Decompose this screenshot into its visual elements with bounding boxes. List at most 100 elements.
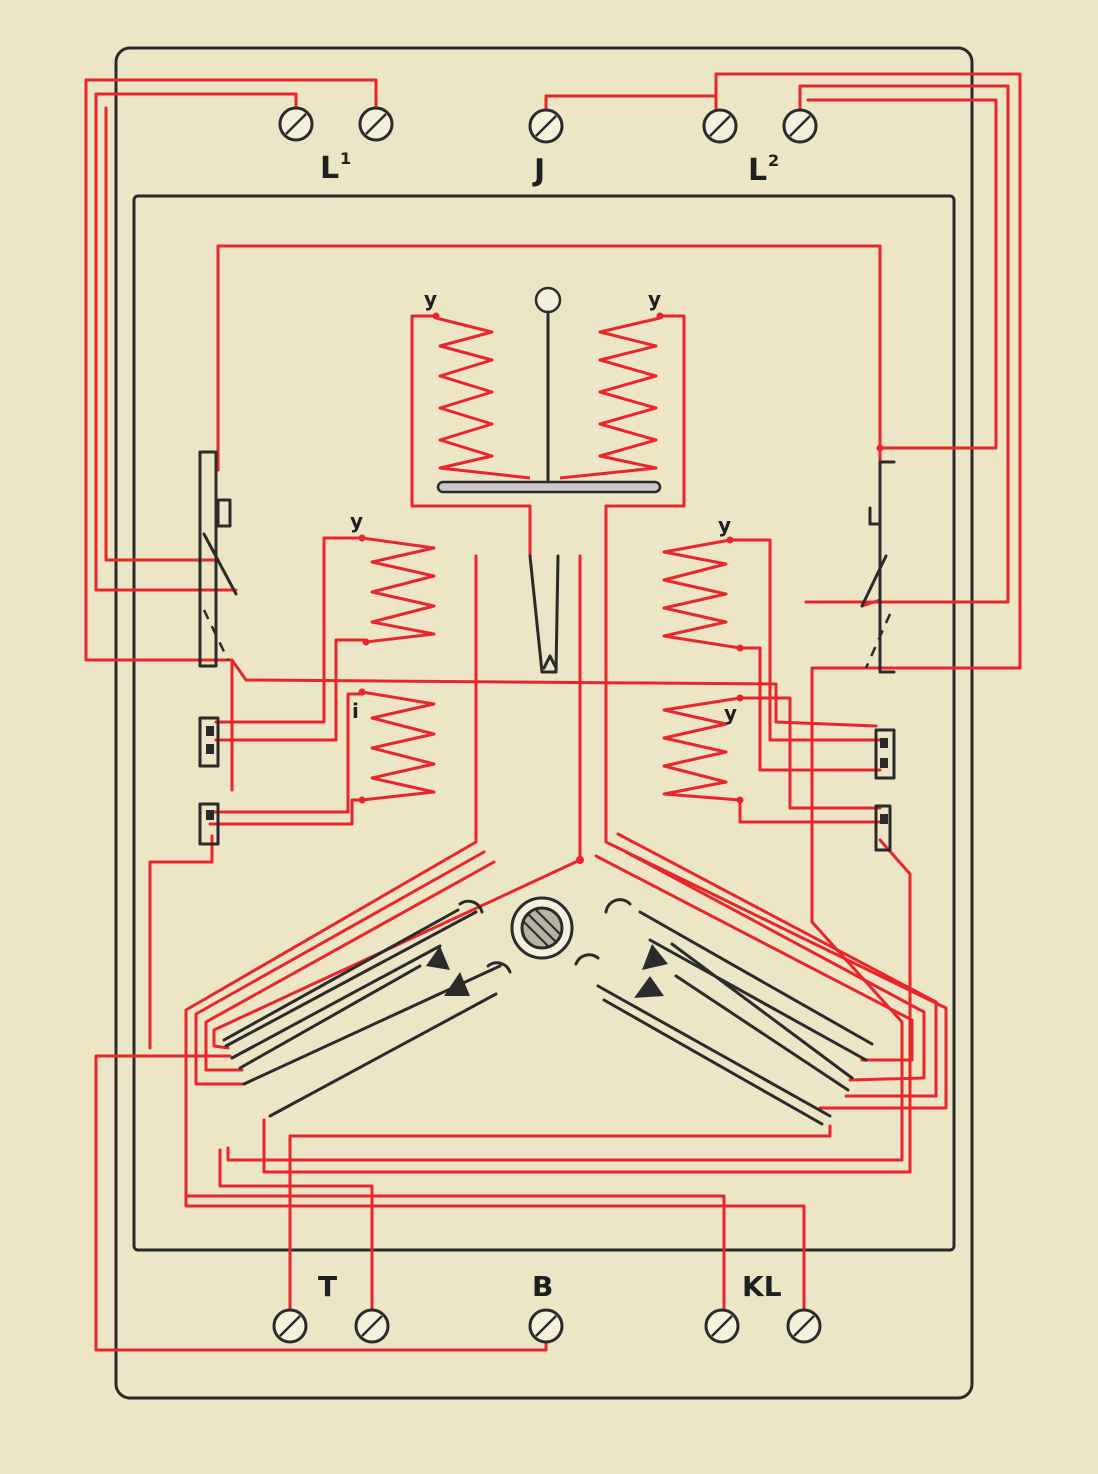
label-j: J xyxy=(532,153,545,188)
wire-l1-a xyxy=(94,92,298,592)
spring xyxy=(230,944,442,1060)
block-pin xyxy=(880,738,888,748)
block-pin xyxy=(880,814,888,824)
coil-label-mid-right: y xyxy=(718,513,731,537)
coil-low-left xyxy=(361,690,436,802)
coil-label-low-right: y xyxy=(724,701,737,725)
spring xyxy=(268,992,498,1118)
coil-label-low-left: i xyxy=(352,699,359,723)
coil-label-top-left: y xyxy=(424,287,437,311)
coil-low-right xyxy=(662,696,741,802)
label-b: B xyxy=(532,1270,553,1303)
right-switch xyxy=(860,460,896,674)
shaft-hatch xyxy=(527,913,557,943)
wire-low-right-a xyxy=(738,696,882,810)
right-spring-bank xyxy=(596,910,874,1126)
spring xyxy=(670,942,854,1080)
left-switch-body xyxy=(198,450,218,668)
screw-l1-left[interactable] xyxy=(278,106,314,142)
coil-label-mid-left: y xyxy=(350,509,363,533)
wire-right-inner xyxy=(226,920,904,1162)
wire-low-left-b xyxy=(208,798,364,826)
plunger-head xyxy=(534,286,562,314)
terminal-block-left-upper xyxy=(198,716,220,768)
spring-contact xyxy=(634,976,664,998)
wiring xyxy=(84,72,1022,1352)
label-l1: L xyxy=(320,151,339,186)
tap-dot xyxy=(736,694,744,702)
block-pin xyxy=(206,810,214,820)
screw-t-left[interactable] xyxy=(272,1308,308,1344)
right-switch-tab xyxy=(868,506,882,526)
terminal-blocks xyxy=(198,716,896,852)
wire-t-left xyxy=(288,1124,832,1328)
spring xyxy=(674,974,850,1092)
coil-top-right xyxy=(559,316,661,480)
wire-l1-b xyxy=(84,78,378,792)
shaft-hatch xyxy=(523,921,549,947)
left-switch-blade xyxy=(202,532,238,596)
tap-dot xyxy=(358,534,366,542)
wire-upper-loop xyxy=(216,244,882,608)
label-l2: L xyxy=(748,153,767,188)
screw-b[interactable] xyxy=(528,1308,564,1344)
screw-j[interactable] xyxy=(528,108,564,144)
wire-b xyxy=(94,1054,548,1352)
tap-dot xyxy=(736,644,744,652)
screw-l2-right[interactable] xyxy=(782,108,818,144)
terminal-block-right-lower xyxy=(874,804,892,852)
right-switch-blade xyxy=(860,554,888,608)
screw-l2-left[interactable] xyxy=(702,108,738,144)
spring xyxy=(602,998,824,1126)
wire-fan-right-4 xyxy=(594,854,914,1062)
label-l1-sup: 1 xyxy=(340,149,351,168)
tap-dot xyxy=(736,796,744,804)
tap-dot xyxy=(362,638,370,646)
cam-right-upper xyxy=(604,898,632,914)
terminal-labels: L 1 J L 2 T B KL xyxy=(318,149,782,1303)
inner-panel xyxy=(132,194,956,1252)
block-pin xyxy=(880,758,888,768)
coil-top-left xyxy=(435,316,531,480)
tap-dot xyxy=(876,444,884,452)
spring xyxy=(224,910,478,1048)
wire-top-coil-right xyxy=(604,314,686,844)
left-spring-bank xyxy=(222,908,502,1118)
block-pin xyxy=(206,726,214,736)
screw-kl-left[interactable] xyxy=(704,1308,740,1344)
wire-top-coil-left xyxy=(410,314,532,558)
right-switch-blade-open xyxy=(864,613,892,669)
wire-mid-left-a xyxy=(214,536,364,724)
label-t: T xyxy=(318,1270,337,1303)
spring-contact xyxy=(426,946,450,970)
wire-j xyxy=(544,94,718,124)
wire-left-rail xyxy=(148,834,214,1050)
wire-l1-c xyxy=(104,106,220,562)
label-l2-sup: 2 xyxy=(768,151,779,170)
screw-kl-right[interactable] xyxy=(786,1308,822,1344)
wire-low-right-b xyxy=(738,798,882,824)
coil-label-top-right: y xyxy=(648,287,661,311)
tap-dot xyxy=(432,312,440,320)
cam-left-upper xyxy=(458,899,484,914)
spring xyxy=(222,908,460,1042)
wire-mid-right-a xyxy=(728,538,882,742)
left-switch-blade-open xyxy=(202,609,230,661)
wire-fan-left-3 xyxy=(204,860,496,1072)
tap-dot xyxy=(656,312,664,320)
wire-t-right xyxy=(218,1148,374,1328)
screw-l1-right[interactable] xyxy=(358,106,394,142)
plunger-contact-tip xyxy=(542,654,558,670)
screw-t-right[interactable] xyxy=(354,1308,390,1344)
wire-mid-right-b xyxy=(738,646,882,772)
wire-right-rail xyxy=(262,838,912,1174)
terminal-block-left-lower xyxy=(198,802,220,846)
left-switch xyxy=(198,450,238,668)
label-kl: KL xyxy=(742,1270,782,1303)
wire-mid-left-b xyxy=(214,638,366,742)
plunger-bar xyxy=(436,480,662,494)
plunger xyxy=(436,286,662,674)
cams xyxy=(458,898,632,974)
tap-dot xyxy=(358,688,366,696)
wire-low-left-a xyxy=(208,692,364,814)
